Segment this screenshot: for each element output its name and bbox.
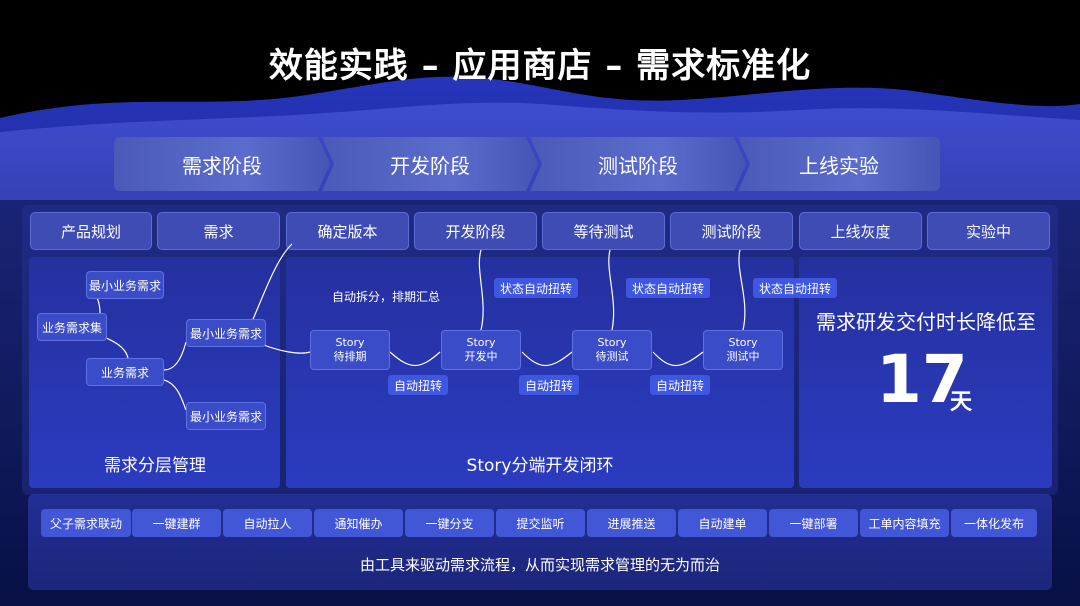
phase-product-planning: 产品规划 bbox=[30, 212, 152, 250]
auto-flow-tag-1: 自动扭转 bbox=[388, 375, 449, 395]
result-value: 17 bbox=[876, 341, 968, 418]
tool-auto-ticket: 自动建单 bbox=[678, 509, 767, 537]
story-in-test: Story 测试中 bbox=[703, 330, 783, 370]
node-requirement-set: 业务需求集 bbox=[37, 313, 107, 341]
node-minimal-requirement-bottom: 最小业务需求 bbox=[186, 402, 266, 430]
result-caption: 需求研发交付时长降低至 bbox=[816, 310, 1036, 334]
tools-caption: 由工具来驱动需求流程，从而实现需求管理的无为而治 bbox=[359, 556, 720, 574]
auto-split-label: 自动拆分，排期汇总 bbox=[332, 290, 441, 304]
story-flow-caption: Story分端开发闭环 bbox=[466, 456, 614, 476]
node-minimal-requirement-mid: 最小业务需求 bbox=[186, 319, 266, 347]
tool-notify-remind: 通知催办 bbox=[314, 509, 403, 537]
story-label: Story bbox=[466, 336, 496, 349]
stage-requirement: 需求阶段 bbox=[114, 137, 330, 191]
status-auto-flow-tag-1: 状态自动扭转 bbox=[494, 278, 579, 298]
tool-one-click-branch: 一键分支 bbox=[405, 509, 494, 537]
phase-requirement: 需求 bbox=[157, 212, 280, 250]
status-auto-flow-tag-2: 状态自动扭转 bbox=[626, 278, 711, 298]
node-minimal-requirement-top: 最小业务需求 bbox=[86, 271, 164, 299]
node-business-requirement: 业务需求 bbox=[86, 358, 164, 386]
story-label: Story bbox=[597, 336, 627, 349]
phase-development: 开发阶段 bbox=[414, 212, 537, 250]
story-status: 待测试 bbox=[595, 350, 629, 363]
story-pending-schedule: Story 待排期 bbox=[310, 330, 390, 370]
auto-flow-tag-2: 自动扭转 bbox=[519, 375, 580, 395]
tool-ticket-autofill: 工单内容填充 bbox=[860, 509, 949, 537]
page-title: 效能实践 – 应用商店 – 需求标准化 bbox=[268, 46, 812, 86]
tool-one-click-deploy: 一键部署 bbox=[769, 509, 858, 537]
tool-integrated-release: 一体化发布 bbox=[951, 509, 1037, 537]
stage-development: 开发阶段 bbox=[322, 137, 538, 191]
phase-experimenting: 实验中 bbox=[927, 212, 1050, 250]
tool-one-click-group: 一键建群 bbox=[132, 509, 221, 537]
stage-testing: 测试阶段 bbox=[530, 137, 746, 191]
story-status: 测试中 bbox=[726, 350, 760, 363]
status-auto-flow-tag-3: 状态自动扭转 bbox=[753, 278, 838, 298]
phase-confirm-version: 确定版本 bbox=[286, 212, 409, 250]
auto-flow-tag-3: 自动扭转 bbox=[650, 375, 711, 395]
tool-progress-push: 进展推送 bbox=[587, 509, 676, 537]
phase-testing: 测试阶段 bbox=[670, 212, 793, 250]
story-label: Story bbox=[728, 336, 758, 349]
panel-result bbox=[799, 257, 1052, 488]
story-in-development: Story 开发中 bbox=[441, 330, 521, 370]
result-unit: 天 bbox=[950, 390, 973, 415]
phase-gray-release: 上线灰度 bbox=[799, 212, 922, 250]
stage-release-experiment: 上线实验 bbox=[738, 137, 940, 191]
story-status: 待排期 bbox=[333, 350, 367, 363]
story-label: Story bbox=[335, 336, 365, 349]
story-status: 开发中 bbox=[464, 350, 498, 363]
tool-parent-child-linkage: 父子需求联动 bbox=[41, 509, 131, 537]
tool-commit-listener: 提交监听 bbox=[496, 509, 585, 537]
story-pending-test: Story 待测试 bbox=[572, 330, 652, 370]
phase-waiting-test: 等待测试 bbox=[542, 212, 665, 250]
hierarchy-caption: 需求分层管理 bbox=[104, 456, 206, 476]
tool-auto-add-members: 自动拉人 bbox=[223, 509, 312, 537]
